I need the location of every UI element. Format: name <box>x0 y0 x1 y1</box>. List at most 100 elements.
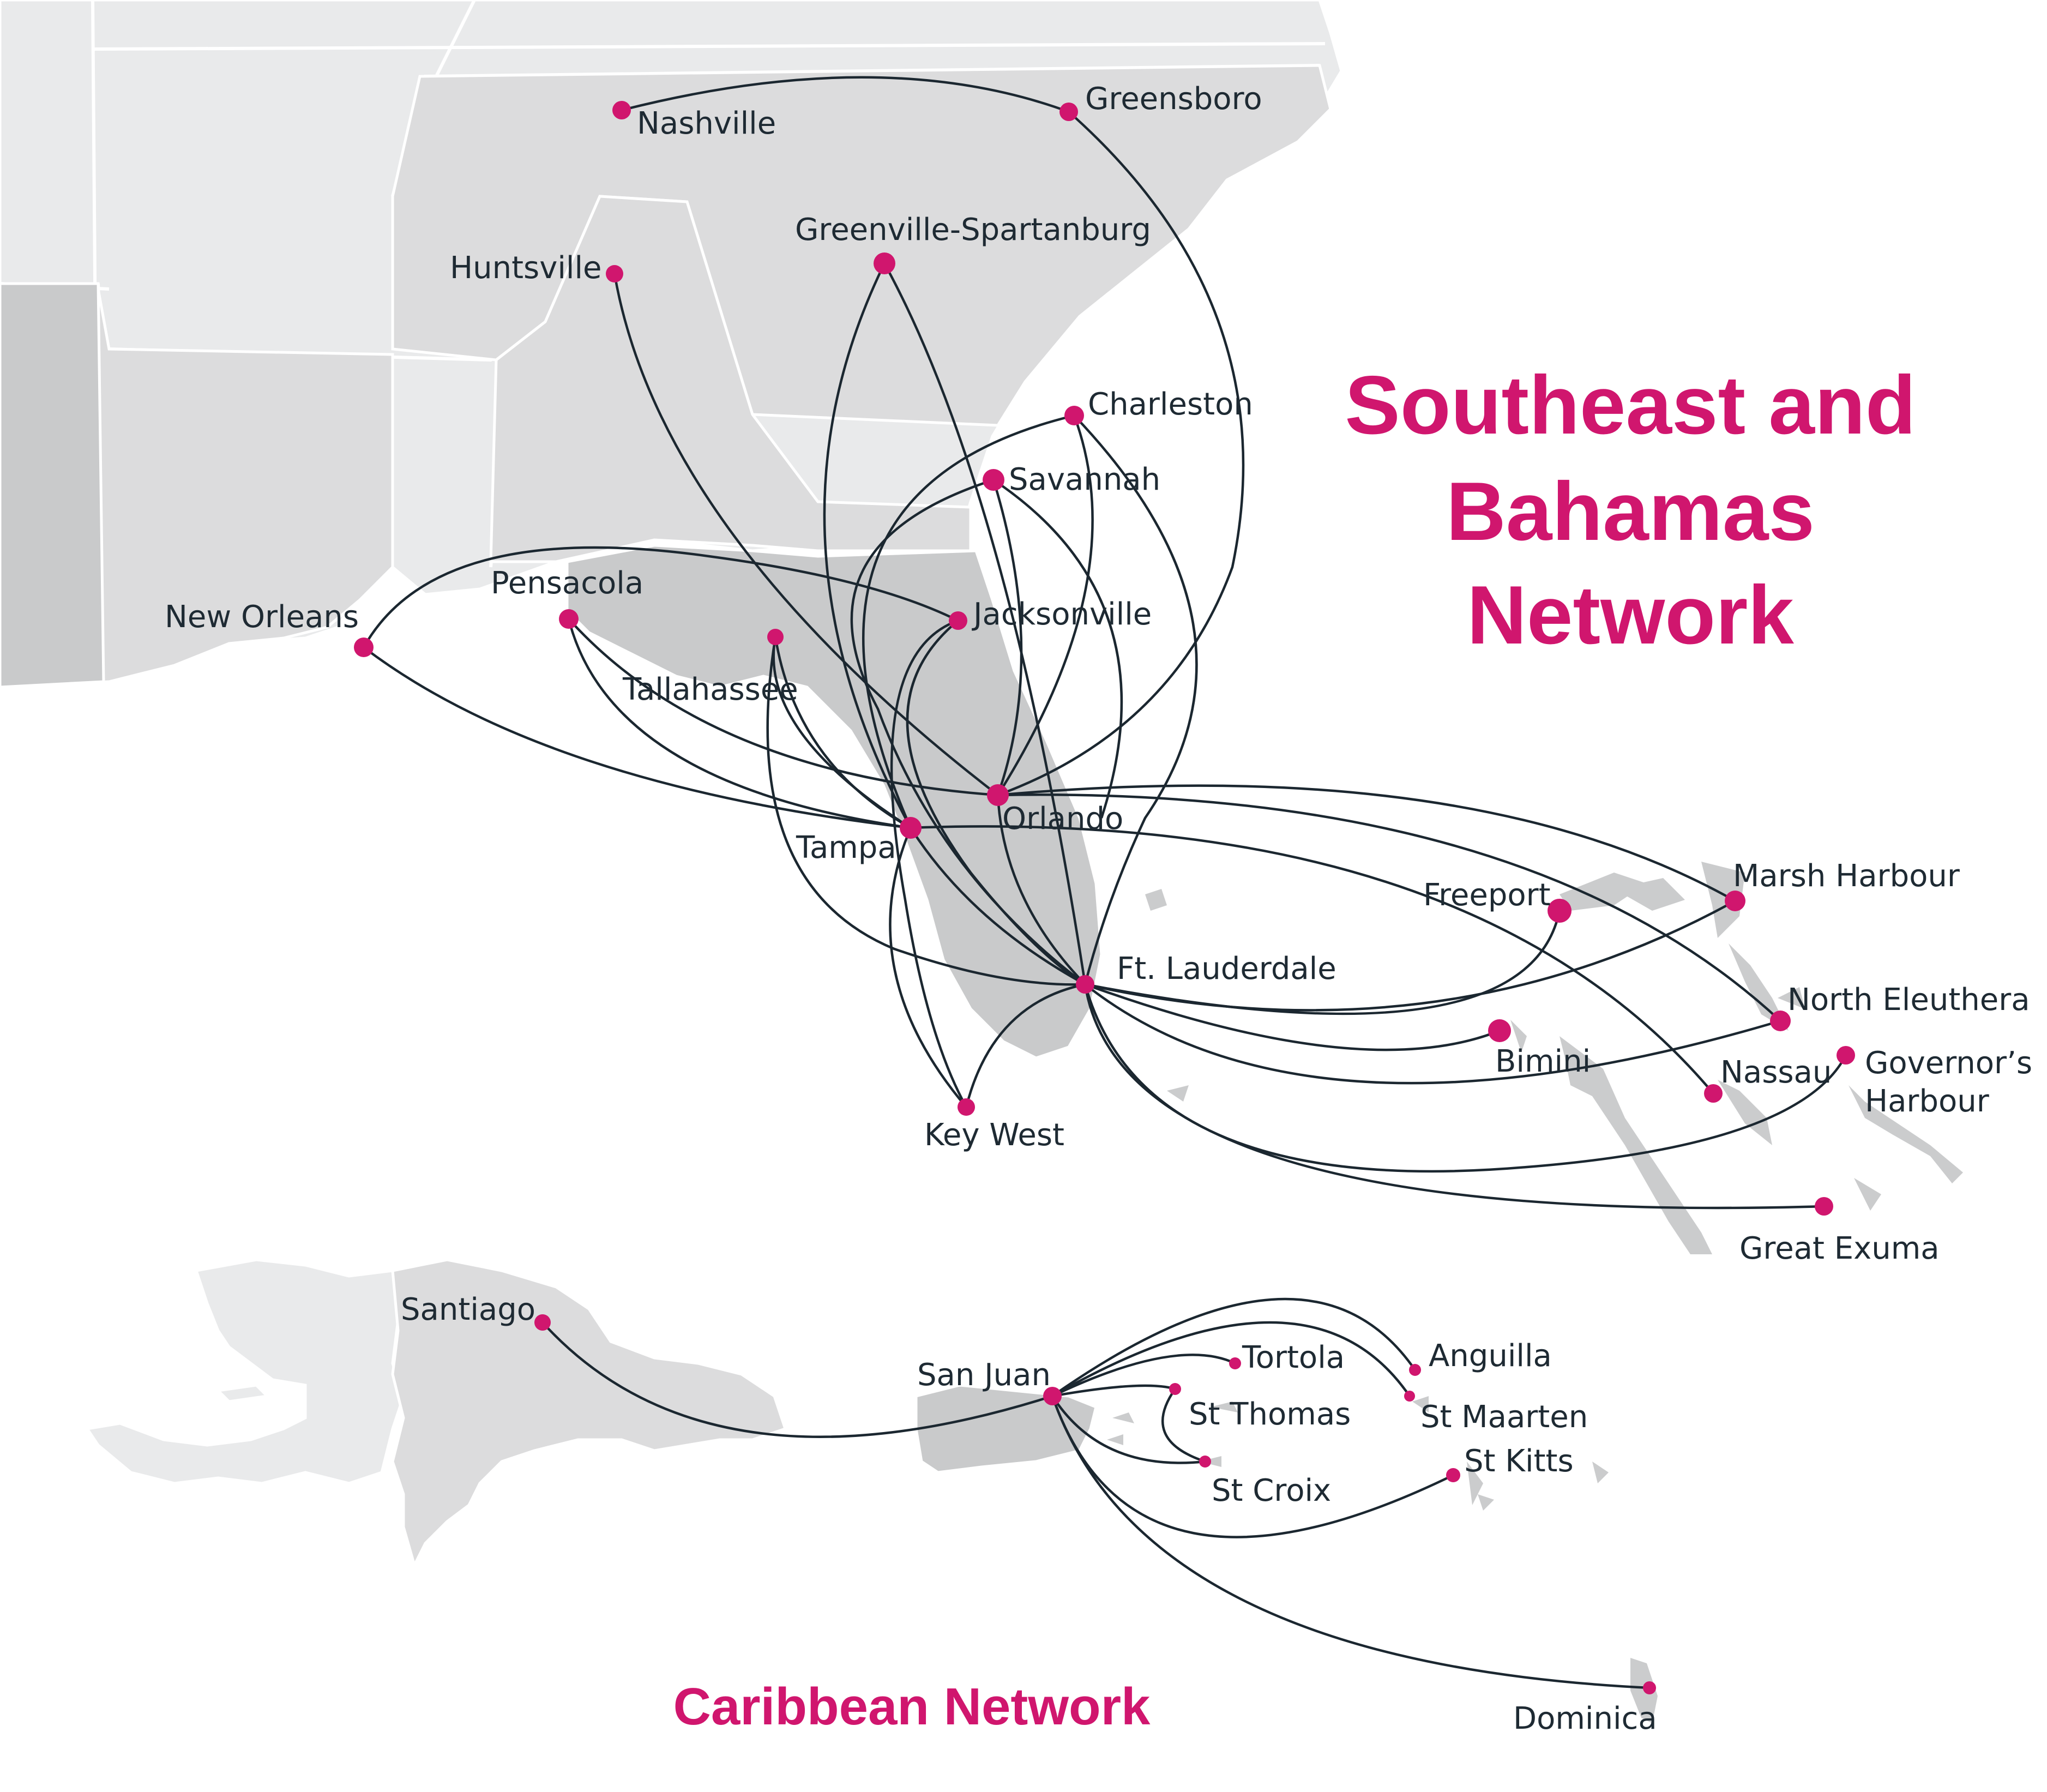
label-jacksonville: Jacksonville <box>972 597 1152 632</box>
dot-greenville[interactable] <box>874 252 895 274</box>
dot-anguilla[interactable] <box>1409 1364 1421 1376</box>
dot-st-kitts[interactable] <box>1446 1468 1460 1482</box>
route-ftl-bimini <box>1085 983 1500 1051</box>
label-greenville: Greenville-Spartanburg <box>795 212 1151 248</box>
label-ft-lauderdale: Ft. Lauderdale <box>1117 951 1336 987</box>
dot-greensboro[interactable] <box>1059 103 1078 121</box>
route-sanjuan-anguilla <box>1051 1297 1416 1397</box>
land-dominican-republic <box>391 1258 787 1569</box>
label-freeport: Freeport <box>1423 877 1551 913</box>
dot-pensacola[interactable] <box>559 609 579 629</box>
route-tampa-orlando-ftl <box>910 827 1086 985</box>
label-tampa: Tampa <box>796 830 896 865</box>
label-key-west: Key West <box>924 1117 1064 1153</box>
route-tampa-nassau <box>910 825 1714 1095</box>
label-orlando: Orlando <box>1002 801 1123 837</box>
label-charleston: Charleston <box>1088 387 1253 422</box>
label-huntsville: Huntsville <box>450 250 602 286</box>
dot-san-juan[interactable] <box>1043 1387 1062 1405</box>
route-ftl-keywest <box>965 983 1086 1108</box>
route-stthomas-stcroix <box>1161 1388 1206 1463</box>
label-dominica: Dominica <box>1513 1701 1657 1736</box>
route-orlando-marsh <box>997 784 1736 902</box>
route-pensacola-orlando <box>568 618 998 797</box>
title-line-2: Bahamas <box>1446 465 1815 558</box>
dot-orlando[interactable] <box>987 784 1009 806</box>
city-markers <box>354 101 1855 1694</box>
route-tampa-keywest <box>889 827 967 1108</box>
label-st-croix: St Croix <box>1212 1473 1331 1508</box>
dot-santiago[interactable] <box>534 1314 551 1331</box>
dot-charleston[interactable] <box>1064 406 1084 425</box>
label-tortola: Tortola <box>1242 1340 1345 1375</box>
label-north-eleuthera: North Eleuthera <box>1787 982 2030 1018</box>
dot-dominica[interactable] <box>1643 1681 1656 1694</box>
dot-great-exuma[interactable] <box>1815 1197 1833 1216</box>
dot-governors-harbour[interactable] <box>1837 1046 1855 1065</box>
route-sanjuan-tortola <box>1052 1354 1236 1398</box>
label-st-kitts: St Kitts <box>1464 1444 1574 1479</box>
caribbean-title: Caribbean Network <box>673 1677 1151 1736</box>
route-orlando-north-eleuthera <box>997 793 1781 1022</box>
route-nashville-greensboro <box>621 76 1069 113</box>
land-tennessee-carolinas <box>391 64 1332 427</box>
dot-huntsville[interactable] <box>606 265 623 282</box>
route-sanjuan-stmaarten <box>1051 1321 1411 1397</box>
route-orlando-ftl <box>996 795 1086 985</box>
dot-key-west[interactable] <box>958 1098 975 1116</box>
dot-freeport[interactable] <box>1548 899 1572 923</box>
route-santiago-sanjuan <box>541 1321 1053 1438</box>
bahamas-islands <box>1145 862 1963 1254</box>
map-titles: Southeast and Bahamas Network Caribbean … <box>673 359 1916 1736</box>
dot-nassau[interactable] <box>1704 1084 1723 1103</box>
dot-tortola[interactable] <box>1229 1357 1241 1369</box>
route-jacksonville-ftl <box>906 620 1086 985</box>
label-marsh-harbour: Marsh Harbour <box>1733 858 1960 894</box>
label-nashville: Nashville <box>637 106 776 141</box>
route-greenville-tampa <box>823 263 912 829</box>
dot-jacksonville[interactable] <box>949 611 967 630</box>
route-pensacola-tampa <box>567 618 911 829</box>
dot-nashville[interactable] <box>612 101 631 119</box>
dot-st-maarten[interactable] <box>1404 1391 1415 1402</box>
dot-marsh-harbour[interactable] <box>1725 891 1745 911</box>
title-line-1: Southeast and <box>1345 359 1916 452</box>
route-savannah-tallahassee <box>992 479 1123 819</box>
land-layer <box>0 0 1963 1723</box>
route-lines <box>363 76 1847 1689</box>
land-florida <box>565 544 1103 1060</box>
route-charleston-orlando <box>997 415 1094 796</box>
city-labels: Nashville Greensboro Huntsville Greenvil… <box>165 81 2032 1736</box>
label-greensboro: Greensboro <box>1085 81 1262 117</box>
route-tallahassee-ftl <box>766 636 1086 986</box>
route-neworleans-tampa <box>363 646 911 829</box>
label-great-exuma: Great Exuma <box>1739 1231 1940 1266</box>
label-governors-harbour-2: Harbour <box>1865 1084 1990 1119</box>
dot-tampa[interactable] <box>900 817 922 839</box>
label-anguilla: Anguilla <box>1429 1338 1552 1374</box>
dot-ft-lauderdale[interactable] <box>1076 975 1094 994</box>
route-jacksonville-keywest <box>890 619 967 1108</box>
label-savannah: Savannah <box>1009 462 1160 497</box>
route-ftl-governors <box>1083 984 1847 1173</box>
route-ftl-exuma <box>1083 984 1825 1210</box>
dot-st-thomas[interactable] <box>1169 1383 1181 1395</box>
dot-north-eleuthera[interactable] <box>1770 1011 1791 1031</box>
route-ftl-north-eleuthera <box>1084 983 1781 1085</box>
dot-new-orleans[interactable] <box>354 638 374 657</box>
dot-st-croix[interactable] <box>1199 1456 1211 1468</box>
label-santiago: Santiago <box>401 1292 535 1327</box>
label-nassau: Nassau <box>1720 1055 1832 1090</box>
route-charleston-tampa <box>862 414 1075 828</box>
route-savannah-orlando <box>992 479 1023 796</box>
label-pensacola: Pensacola <box>491 566 643 601</box>
route-sanjuan-dominica <box>1051 1396 1650 1689</box>
route-tallahassee-tampa-2 <box>774 636 912 829</box>
route-sanjuan-stthomas <box>1052 1384 1176 1398</box>
route-greensboro-orlando <box>997 111 1245 797</box>
label-tallahassee: Tallahassee <box>622 672 798 707</box>
dot-savannah[interactable] <box>983 469 1004 491</box>
dot-bimini[interactable] <box>1488 1019 1511 1042</box>
dot-tallahassee[interactable] <box>767 629 784 645</box>
